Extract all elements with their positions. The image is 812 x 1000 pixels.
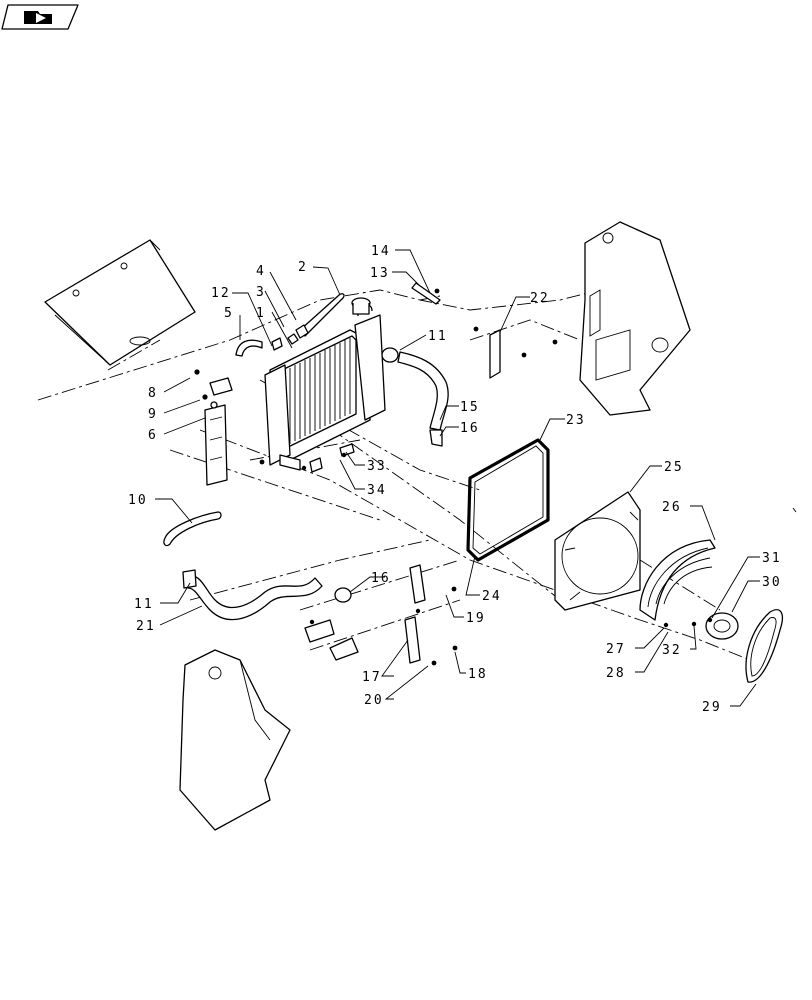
callout-4: 4 xyxy=(256,264,266,279)
callout-8: 8 xyxy=(148,386,158,401)
folder-arrow-icon[interactable] xyxy=(1,4,79,30)
callout-21: 21 xyxy=(136,619,156,634)
callout-15: 15 xyxy=(460,400,480,415)
callout-24: 24 xyxy=(482,589,502,604)
right-side-panel xyxy=(579,221,691,416)
lower-hose xyxy=(182,569,323,621)
shroud-seal xyxy=(466,438,550,562)
coolant-reservoir xyxy=(204,401,228,486)
fan-shroud xyxy=(554,491,641,611)
callout-16-lower: 16 xyxy=(371,571,391,586)
callout-11-lower: 11 xyxy=(134,597,154,612)
overflow-hose xyxy=(235,339,263,357)
callout-33: 33 xyxy=(367,459,387,474)
upper-hose xyxy=(299,293,345,337)
radiator-core xyxy=(264,304,386,471)
callout-13: 13 xyxy=(370,266,390,281)
callout-14: 14 xyxy=(371,244,391,259)
callout-3: 3 xyxy=(256,285,266,300)
callout-1: 1 xyxy=(256,306,266,321)
callout-16-upper: 16 xyxy=(460,421,480,436)
callout-20: 20 xyxy=(364,693,384,708)
fan-pulley xyxy=(705,612,739,640)
corner-mark xyxy=(792,507,797,513)
callout-5: 5 xyxy=(224,306,234,321)
callout-32: 32 xyxy=(662,643,682,658)
callout-17: 17 xyxy=(362,670,382,685)
callout-26: 26 xyxy=(662,500,682,515)
callout-labels: 1 2 3 4 5 6 8 9 10 11 11 12 13 14 15 16 … xyxy=(128,244,782,715)
callout-31: 31 xyxy=(762,551,782,566)
callout-10: 10 xyxy=(128,493,148,508)
hose-clamps-upper xyxy=(271,324,309,351)
reservoir-strap xyxy=(163,511,222,547)
upper-bracket xyxy=(411,282,441,305)
fan-guard xyxy=(639,539,716,621)
callout-23: 23 xyxy=(566,413,586,428)
drive-belt xyxy=(745,609,784,683)
callout-leaders xyxy=(155,249,760,707)
callout-30: 30 xyxy=(762,575,782,590)
left-lower-side-panel xyxy=(179,649,291,831)
radiator-cap xyxy=(351,297,371,315)
callout-12: 12 xyxy=(211,286,231,301)
mounting-bracket-right xyxy=(473,326,558,379)
callout-29: 29 xyxy=(702,700,722,715)
callout-18: 18 xyxy=(468,667,488,682)
radiator-outlet-hose xyxy=(381,347,449,447)
reservoir-bracket xyxy=(194,369,233,400)
lower-hardware xyxy=(304,564,713,666)
callout-11-upper: 11 xyxy=(428,329,448,344)
callout-22: 22 xyxy=(530,291,550,306)
drain-fittings xyxy=(259,443,355,473)
callout-6: 6 xyxy=(148,428,158,443)
callout-25: 25 xyxy=(664,460,684,475)
callout-9: 9 xyxy=(148,407,158,422)
callout-2: 2 xyxy=(298,260,308,275)
top-plate-panel xyxy=(44,239,196,366)
callout-19: 19 xyxy=(466,611,486,626)
callout-28: 28 xyxy=(606,666,626,681)
callout-34: 34 xyxy=(367,483,387,498)
callout-27: 27 xyxy=(606,642,626,657)
lower-hose-clamp xyxy=(334,587,352,603)
